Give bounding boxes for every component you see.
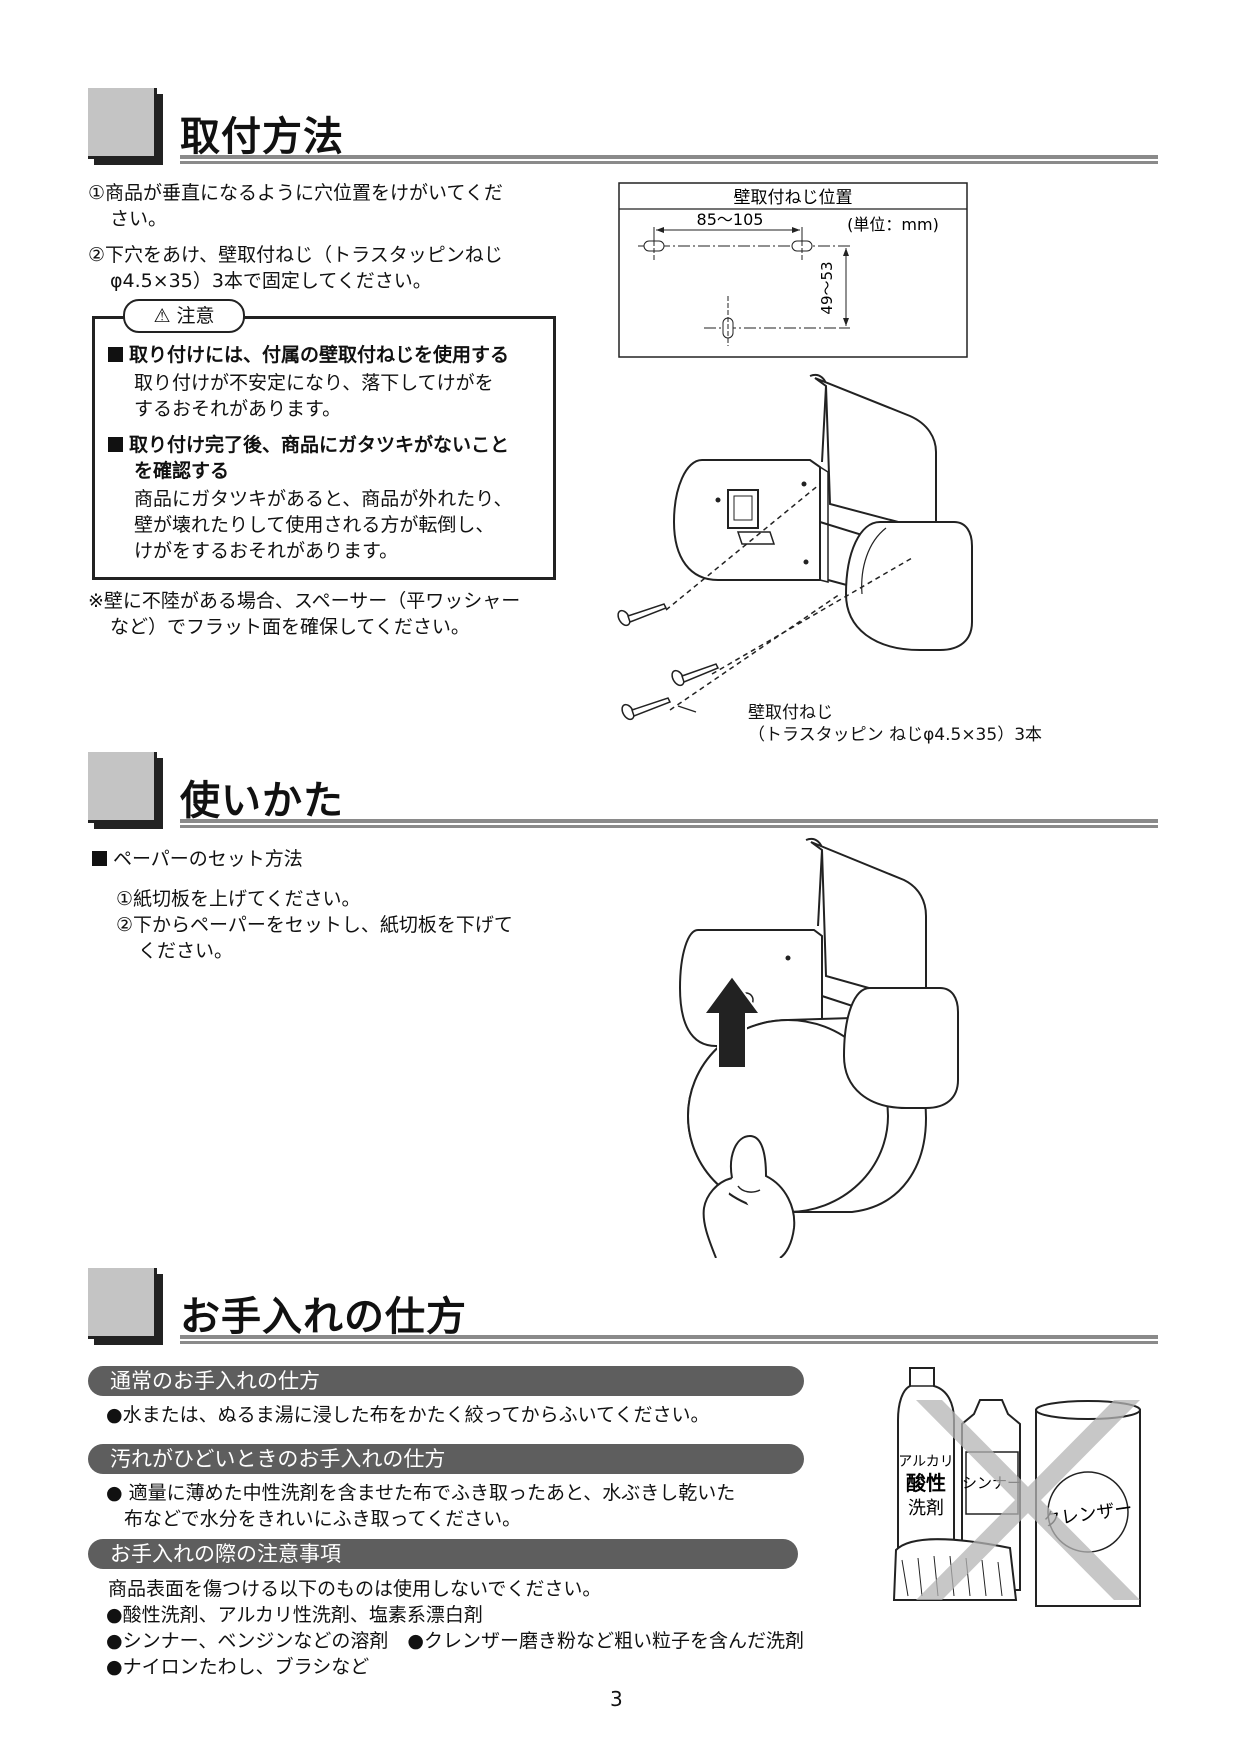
care-dirty-body1: ● 適量に薄めた中性洗剤を含ませた布でふき取ったあと、水ぶきし乾いた: [106, 1482, 736, 1504]
install-step1-line2: さい。: [110, 208, 168, 230]
care-caution-title: お手入れの際の注意事項: [88, 1539, 798, 1569]
caution2-body1: 商品にガタツキがあると、商品が外れたり、: [134, 488, 513, 510]
screw-icon: [621, 697, 672, 721]
square-bullet-icon: [108, 437, 123, 452]
caution1-title-text: 取り付けには、付属の壁取付ねじを使用する: [129, 344, 510, 366]
care-caution-item3: ●ナイロンたわし、ブラシなど: [106, 1656, 370, 1678]
alkali-label3: 洗剤: [908, 1498, 944, 1519]
paper-set-illustration: [678, 838, 959, 1258]
section-title-care: お手入れの仕方: [180, 1294, 467, 1340]
arrow-up-icon: [702, 974, 762, 1069]
care-caution-item1: ●酸性洗剤、アルカリ性洗剤、塩素系漂白剤: [106, 1604, 483, 1626]
screw-label1: 壁取付ねじ: [748, 703, 833, 723]
holder-install-illustration: [617, 374, 973, 721]
section-rule: [180, 1335, 1158, 1344]
paper-set-heading-text: ペーパーのセット方法: [113, 848, 303, 870]
section-marker: [88, 1268, 157, 1339]
paper-set-heading: ペーパーのセット方法: [92, 846, 303, 872]
diagram-dim-v: 49〜53: [818, 261, 836, 314]
section-marker: [88, 752, 157, 823]
prohibited-x-icon: [916, 1400, 1140, 1600]
section-marker: [88, 88, 157, 159]
usage-step2-line1: ②下からペーパーをセットし、紙切板を下げて: [116, 914, 513, 936]
prohibited-cleaners-illustration: クレンザー シンナー アルカリ 酸性 洗剤: [892, 1367, 1141, 1607]
caution-label: ⚠ 注意: [123, 299, 245, 333]
caution1-body2: するおそれがあります。: [134, 398, 342, 420]
caution2-body2: 壁が壊れたりして使用される方が転倒し、: [134, 514, 495, 536]
section-rule: [180, 155, 1158, 164]
section-title-install: 取付方法: [180, 114, 344, 160]
screw-position-diagram: 壁取付ねじ位置 (単位：mm) 85〜105 49〜53: [618, 182, 968, 358]
hand-icon: [702, 1134, 796, 1258]
care-normal-body: ●水または、ぬるま湯に浸した布をかたく絞ってからふいてください。: [106, 1404, 710, 1426]
install-step2-line1: ②下穴をあけ、壁取付ねじ（トラスタッピンねじ: [88, 244, 503, 266]
square-bullet-icon: [92, 851, 107, 866]
note-line1: ※壁に不陸がある場合、スペーサー（平ワッシャー: [88, 590, 521, 612]
care-dirty-body2: 布などで水分をきれいにふき取ってください。: [124, 1508, 522, 1530]
usage-step1: ①紙切板を上げてください。: [116, 888, 361, 910]
square-bullet-icon: [108, 347, 123, 362]
note-line2: など）でフラット面を確保してください。: [110, 616, 470, 638]
usage-step2-line2: ください。: [138, 940, 234, 962]
caution2-title1: 取り付け完了後、商品にガタツキがないこと: [108, 432, 509, 458]
alkali-label1: アルカリ: [898, 1454, 953, 1470]
caution2-title2: を確認する: [134, 460, 230, 482]
caution2-title1-text: 取り付け完了後、商品にガタツキがないこと: [129, 434, 510, 456]
screw-icon: [671, 663, 720, 687]
care-caution-item2: ●シンナー、ベンジンなどの溶剤 ●クレンザー磨き粉など粗い粒子を含んだ洗剤: [106, 1630, 804, 1652]
caution2-body3: けがをするおそれがあります。: [134, 540, 399, 562]
section-rule: [180, 819, 1158, 828]
care-normal-title: 通常のお手入れの仕方: [88, 1366, 804, 1396]
page-number: 3: [610, 1687, 623, 1711]
section-title-usage: 使いかた: [180, 778, 344, 824]
care-dirty-title: 汚れがひどいときのお手入れの仕方: [88, 1444, 804, 1474]
diagram-unit: (単位：mm): [847, 215, 939, 234]
diagram-title: 壁取付ねじ位置: [734, 188, 853, 208]
caution1-title: 取り付けには、付属の壁取付ねじを使用する: [108, 342, 509, 368]
install-step2-line2: φ4.5×35）3本で固定してください。: [110, 270, 432, 292]
caution1-body1: 取り付けが不安定になり、落下してけがを: [134, 372, 494, 394]
install-step1-line1: ①商品が垂直になるように穴位置をけがいてくだ: [88, 182, 503, 204]
care-caution-intro: 商品表面を傷つける以下のものは使用しないでください。: [108, 1578, 602, 1600]
diagram-dim-h: 85〜105: [697, 210, 764, 229]
alkali-label2: 酸性: [906, 1471, 946, 1495]
screw-label2: （トラスタッピン ねじφ4.5×35）3本: [748, 725, 1043, 745]
caution-box: [92, 316, 556, 580]
screw-icon: [617, 603, 668, 627]
